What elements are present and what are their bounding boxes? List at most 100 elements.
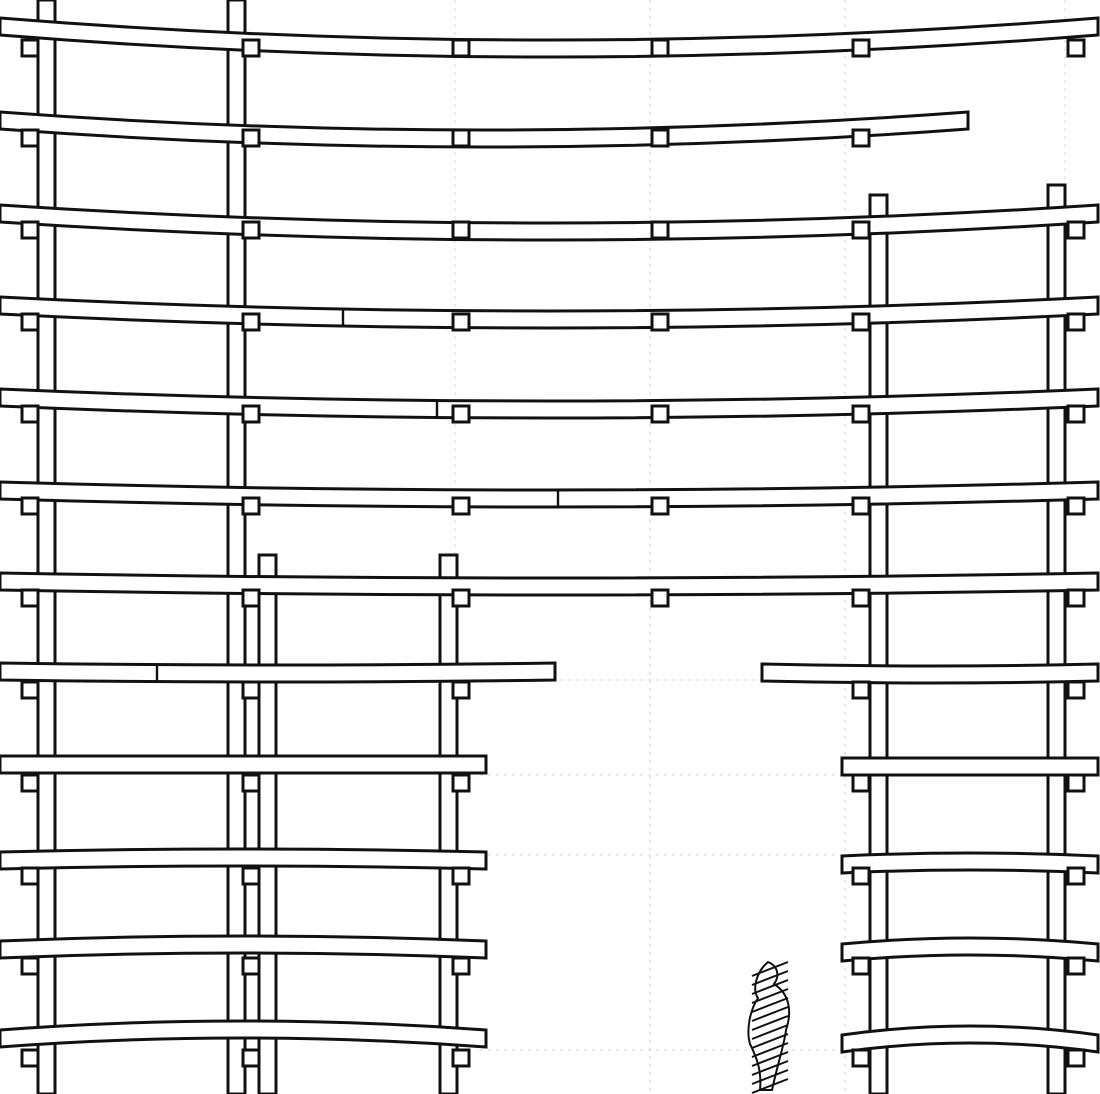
cleat-block xyxy=(851,220,871,240)
cleat-block xyxy=(20,38,40,58)
horizontal-beam xyxy=(0,110,970,149)
cleat-block xyxy=(20,128,40,148)
cleat-block xyxy=(650,128,670,148)
horizontal-beam xyxy=(0,571,1100,597)
cleat-block xyxy=(241,404,261,424)
horizontal-beams xyxy=(0,16,1100,1054)
horizontal-beam xyxy=(0,661,557,684)
cleat-block xyxy=(851,404,871,424)
cleat-block xyxy=(20,312,40,332)
cleat-block xyxy=(851,1048,871,1068)
vertical-posts xyxy=(36,0,1067,1094)
cleat-block xyxy=(241,220,261,240)
figure-hatch-stroke xyxy=(751,1069,789,1085)
cleat-block xyxy=(241,773,261,793)
cleat-blocks xyxy=(20,38,1086,1068)
cleat-block xyxy=(451,1048,471,1068)
cleat-block xyxy=(650,38,670,58)
cleat-block xyxy=(1066,38,1086,58)
cleat-block xyxy=(851,680,871,700)
cleat-block xyxy=(1066,588,1086,608)
cleat-block xyxy=(851,956,871,976)
horizontal-beam xyxy=(840,1024,1100,1054)
figure-outline xyxy=(747,960,791,1091)
cleat-block xyxy=(650,404,670,424)
horizontal-beam xyxy=(0,203,1100,242)
vertical-post xyxy=(226,0,247,1094)
cleat-block xyxy=(451,588,471,608)
horizontal-beam xyxy=(0,387,1100,420)
cleat-block xyxy=(451,773,471,793)
cleat-block xyxy=(1066,1048,1086,1068)
cleat-block xyxy=(20,404,40,424)
cleat-block xyxy=(20,588,40,608)
horizontal-beam xyxy=(0,754,488,775)
cleat-block xyxy=(1066,404,1086,424)
horizontal-beam xyxy=(0,16,1100,59)
horizontal-beam xyxy=(840,851,1100,875)
figure-hatch-stroke xyxy=(751,997,789,1013)
cleat-block xyxy=(1066,773,1086,793)
horizontal-beam xyxy=(840,936,1100,963)
cleat-block xyxy=(241,38,261,58)
cleat-block xyxy=(241,128,261,148)
figure-hatch-stroke xyxy=(751,961,789,977)
cleat-block xyxy=(451,38,471,58)
cleat-block xyxy=(451,404,471,424)
figure-hatch-stroke xyxy=(751,1006,789,1022)
figure-hatch-stroke xyxy=(751,1015,789,1031)
figure-hatch-stroke xyxy=(751,1042,789,1058)
horizontal-beam xyxy=(840,756,1100,777)
cleat-block xyxy=(451,496,471,516)
cleat-block xyxy=(451,220,471,240)
cleat-block xyxy=(20,220,40,240)
cleat-block xyxy=(851,866,871,886)
cleat-block xyxy=(20,866,40,886)
figure-hatch-stroke xyxy=(751,1051,789,1067)
horizontal-beam xyxy=(0,847,488,871)
figure-hatch-stroke xyxy=(751,1060,789,1076)
vertical-post xyxy=(438,553,459,1094)
figure-hatch-stroke xyxy=(751,1024,789,1040)
human-scale-figure xyxy=(747,960,791,1094)
cleat-block xyxy=(650,312,670,332)
cleat-block xyxy=(451,866,471,886)
vertical-post xyxy=(36,0,57,1094)
cleat-block xyxy=(1066,866,1086,886)
cleat-block xyxy=(20,496,40,516)
cleat-block xyxy=(851,312,871,332)
cleat-block xyxy=(1066,312,1086,332)
figure-hatch-stroke xyxy=(751,979,789,995)
cleat-block xyxy=(20,956,40,976)
horizontal-beam xyxy=(0,480,1100,509)
cleat-block xyxy=(650,220,670,240)
cleat-block xyxy=(650,496,670,516)
vertical-post xyxy=(257,553,278,1094)
cleat-block xyxy=(20,773,40,793)
horizontal-beam xyxy=(0,295,1100,330)
cleat-block xyxy=(241,312,261,332)
cleat-block xyxy=(241,680,261,700)
cleat-block xyxy=(851,128,871,148)
cleat-block xyxy=(851,773,871,793)
figure-hatch-stroke xyxy=(751,970,789,986)
figure-hatch-stroke xyxy=(751,988,789,1004)
cleat-block xyxy=(20,1048,40,1068)
cleat-block xyxy=(451,312,471,332)
cleat-block xyxy=(451,956,471,976)
cleat-block xyxy=(1066,680,1086,700)
cleat-block xyxy=(241,866,261,886)
horizontal-beam xyxy=(0,1019,488,1049)
cleat-block xyxy=(241,496,261,516)
figure-hatch-stroke xyxy=(751,1033,789,1049)
cleat-block xyxy=(851,588,871,608)
figure-hatch-stroke xyxy=(751,1078,789,1094)
cleat-block xyxy=(1066,220,1086,240)
horizontal-beam xyxy=(0,934,488,960)
cleat-block xyxy=(451,128,471,148)
horizontal-beam xyxy=(760,662,1100,685)
cleat-block xyxy=(241,1048,261,1068)
construction-guidelines xyxy=(454,0,1066,1094)
